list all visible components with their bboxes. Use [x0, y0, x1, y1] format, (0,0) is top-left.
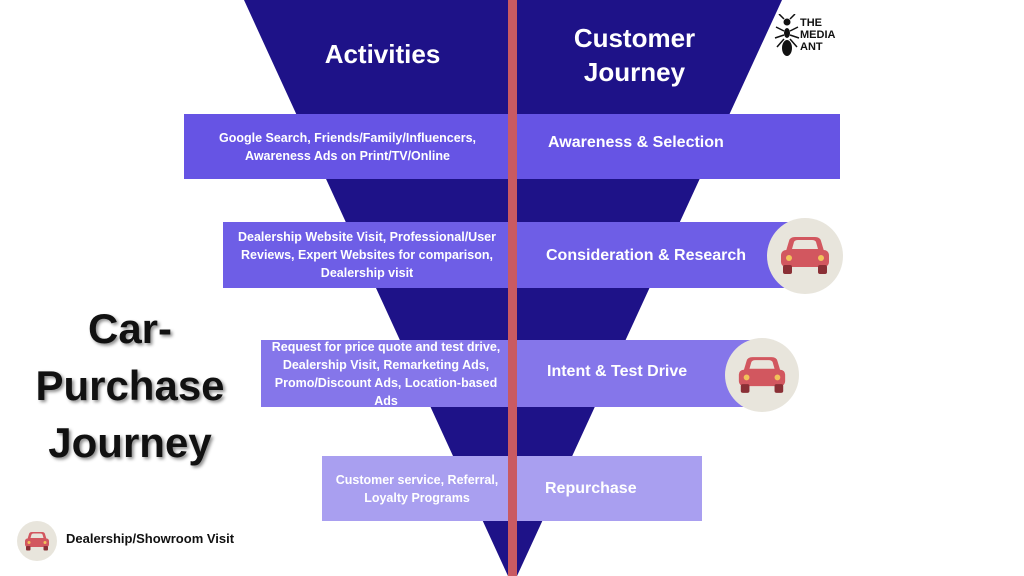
logo-line3: ANT	[800, 41, 823, 53]
activity-text-repurchase: Customer service, Referral, Loyalty Prog…	[335, 472, 499, 505]
car-icon	[767, 218, 843, 294]
car-icon	[725, 338, 799, 412]
diagram-title-line1: Car-	[87, 305, 173, 352]
diagram-title-line2: Purchase	[35, 362, 225, 409]
car-icon-graphic	[25, 531, 49, 550]
activity-text-intent: Request for price quote and test drive, …	[271, 339, 501, 408]
stage-label-intent: Intent & Test Drive	[547, 363, 688, 380]
activities-header: Activities	[324, 39, 441, 69]
diagram-title: Car- Purchase Journey	[30, 300, 230, 471]
center-divider-line	[508, 0, 517, 576]
stage-label-repurchase: Repurchase	[545, 480, 637, 497]
diagram-title-line3: Journey	[48, 419, 212, 466]
customer-journey-header-line2: Journey	[583, 57, 686, 87]
stage-label-awareness: Awareness & Selection	[548, 134, 724, 151]
stage-label-consideration: Consideration & Research	[546, 247, 747, 264]
logo-line2: MEDIA	[800, 29, 836, 41]
legend-car-icon	[17, 521, 57, 561]
ant-icon	[774, 14, 800, 56]
legend-label: Dealership/Showroom Visit	[66, 531, 235, 546]
activity-text-awareness: Google Search, Friends/Family/Influencer…	[218, 130, 477, 163]
media-ant-logo-text: THE MEDIA ANT	[800, 17, 835, 53]
car-icon-graphic	[738, 356, 786, 393]
activity-text-consideration: Dealership Website Visit, Professional/U…	[238, 230, 496, 280]
car-icon-graphic	[781, 237, 829, 274]
customer-journey-header-line1: Customer	[573, 23, 696, 53]
logo-line1: THE	[800, 17, 822, 29]
customer-journey-header: Customer Journey	[552, 21, 717, 89]
